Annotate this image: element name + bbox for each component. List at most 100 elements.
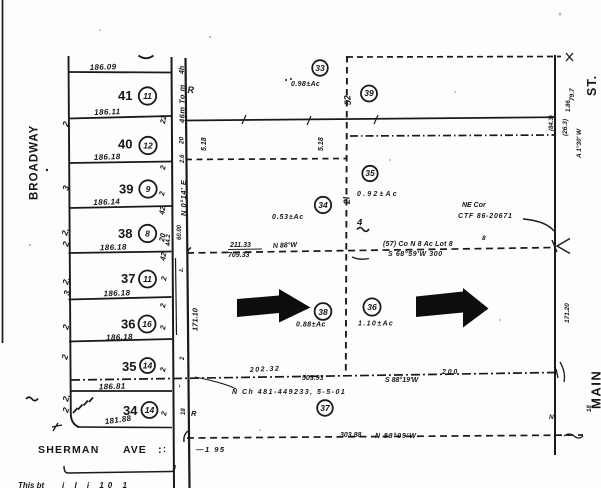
- svg-text:BROADWAY: BROADWAY: [29, 125, 41, 200]
- svg-text:2,: 2,: [59, 227, 71, 237]
- svg-text:186.18: 186.18: [103, 288, 130, 298]
- svg-text:42: 42: [158, 251, 169, 263]
- svg-text:38: 38: [318, 307, 328, 317]
- svg-text:8: 8: [145, 229, 150, 239]
- svg-text:22: 22: [158, 114, 169, 126]
- svg-text:R: R: [191, 409, 197, 418]
- svg-text:A 1°30' W: A 1°30' W: [575, 128, 583, 159]
- svg-text:186.18: 186.18: [100, 242, 127, 252]
- svg-text:3: 3: [61, 289, 72, 296]
- svg-text::: :: [158, 444, 162, 456]
- svg-text:ST.: ST.: [585, 75, 599, 96]
- svg-text:2: 2: [180, 356, 186, 361]
- svg-text:2: 2: [60, 406, 71, 414]
- svg-text:CTF 86-20671: CTF 86-20671: [458, 213, 513, 220]
- svg-text:18: 18: [587, 405, 593, 412]
- svg-text:186.18: 186.18: [94, 152, 121, 162]
- svg-text:11: 11: [143, 91, 152, 101]
- svg-text:34: 34: [318, 200, 328, 210]
- svg-text:36: 36: [367, 302, 377, 312]
- svg-text:171.10: 171.10: [191, 307, 200, 331]
- svg-text:303.88: 303.88: [340, 432, 362, 439]
- svg-text:2: 2: [159, 410, 169, 417]
- svg-text:2: 2: [158, 302, 168, 309]
- svg-text:0.88±Ac: 0.88±Ac: [296, 322, 326, 329]
- svg-text:41: 41: [118, 88, 132, 103]
- svg-text:i l i 10 1: i l i 10 1: [62, 481, 131, 488]
- svg-text:4: 4: [356, 218, 363, 229]
- svg-text:R: R: [188, 85, 195, 95]
- svg-text:709.33: 709.33: [228, 252, 250, 259]
- svg-text:12: 12: [143, 141, 153, 151]
- svg-text:—1 95: —1 95: [195, 445, 226, 454]
- svg-text:1.86: 1.86: [566, 100, 572, 112]
- svg-text:2: 2: [60, 323, 71, 331]
- svg-text:181.88: 181.88: [104, 414, 132, 427]
- svg-text:2,: 2,: [60, 276, 72, 286]
- svg-text:2: 2: [158, 164, 168, 171]
- svg-text:36: 36: [121, 317, 135, 332]
- svg-text:S 68°59'W 300: S 68°59'W 300: [388, 250, 443, 258]
- svg-text:2l: 2l: [341, 196, 352, 206]
- svg-text:33: 33: [315, 63, 325, 73]
- svg-text:44.2: 44.2: [166, 234, 172, 247]
- svg-text:2,: 2,: [60, 393, 72, 403]
- svg-text:2: 2: [158, 324, 168, 331]
- svg-text:14: 14: [145, 405, 155, 415]
- svg-text:0.98±Ac: 0.98±Ac: [291, 81, 320, 88]
- svg-text:2: 2: [159, 275, 169, 282]
- svg-text:0.53±Ac: 0.53±Ac: [272, 214, 304, 221]
- svg-text:2: 2: [60, 120, 71, 128]
- svg-text:NE Cor: NE Cor: [462, 202, 487, 209]
- svg-text:186.18: 186.18: [106, 332, 133, 342]
- svg-text:2: 2: [60, 240, 71, 248]
- svg-text:200: 200: [441, 369, 459, 376]
- svg-text:39: 39: [364, 88, 374, 98]
- svg-text:2: 2: [158, 366, 168, 373]
- svg-text:171.20: 171.20: [564, 303, 571, 323]
- svg-text:3: 3: [60, 184, 71, 191]
- svg-text:SHERMAN: SHERMAN: [38, 444, 100, 456]
- svg-text:N 0°14' E: N 0°14' E: [179, 179, 188, 216]
- svg-text:42: 42: [157, 205, 168, 217]
- svg-text:35: 35: [365, 168, 375, 178]
- svg-text:2: 2: [157, 190, 167, 197]
- svg-text:11: 11: [143, 274, 152, 284]
- svg-text:N 88°09'W: N 88°09'W: [375, 432, 417, 440]
- svg-text:~: ~: [178, 384, 184, 388]
- svg-text:186.81: 186.81: [99, 382, 126, 392]
- svg-text:MAIN: MAIN: [589, 370, 601, 409]
- svg-text:4h: 4h: [179, 66, 186, 75]
- svg-text:8: 8: [482, 235, 486, 242]
- svg-text:52: 52: [342, 95, 353, 106]
- svg-text:40: 40: [118, 137, 132, 152]
- svg-text:AVE: AVE: [123, 444, 147, 456]
- svg-text:1.10±Ac: 1.10±Ac: [358, 321, 394, 328]
- svg-text:2: 2: [59, 353, 70, 361]
- svg-text:186.11: 186.11: [94, 107, 121, 117]
- svg-text:79.7: 79.7: [569, 88, 576, 101]
- svg-text:35: 35: [122, 359, 136, 374]
- svg-text:16: 16: [142, 319, 152, 329]
- svg-text:2.6: 2.6: [180, 154, 186, 164]
- svg-text:37: 37: [121, 271, 135, 286]
- svg-text:211.33: 211.33: [229, 242, 251, 249]
- svg-text:34: 34: [123, 403, 138, 418]
- svg-text:5.18: 5.18: [318, 137, 325, 151]
- svg-text:60.00: 60.00: [177, 224, 183, 240]
- svg-text:0.92±Ac: 0.92±Ac: [357, 191, 399, 198]
- svg-text:This bt: This bt: [18, 481, 45, 488]
- svg-text:N: N: [549, 414, 554, 421]
- svg-text:(57) Co N 8 Ac Lot 8: (57) Co N 8 Ac Lot 8: [383, 241, 453, 248]
- svg-text:20: 20: [157, 232, 168, 244]
- svg-text:202.32: 202.32: [249, 365, 281, 374]
- svg-text::: :: [163, 444, 166, 454]
- svg-text:5.18: 5.18: [201, 137, 208, 151]
- svg-text:S 88°19'W: S 88°19'W: [385, 376, 420, 384]
- svg-text:46m To m: 46m To m: [178, 84, 187, 124]
- svg-text:39: 39: [119, 182, 133, 197]
- svg-text:20: 20: [179, 136, 186, 145]
- svg-text:186.09: 186.09: [89, 62, 116, 72]
- svg-text:18: 18: [181, 408, 187, 415]
- svg-text:503.93: 503.93: [302, 375, 324, 382]
